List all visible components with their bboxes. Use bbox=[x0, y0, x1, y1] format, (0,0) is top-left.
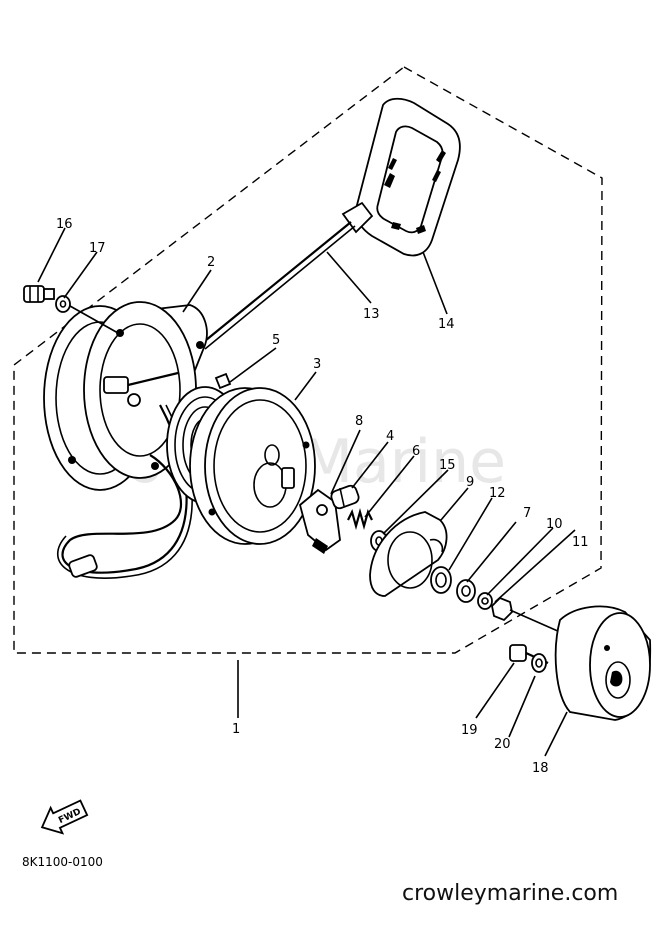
part-friction-plate bbox=[369, 511, 448, 597]
part-washer-20 bbox=[531, 653, 547, 673]
callout-14: 14 bbox=[438, 317, 455, 332]
part-washer-17 bbox=[55, 295, 71, 313]
callout-8: 8 bbox=[355, 414, 363, 429]
leader-lines bbox=[37, 227, 576, 757]
callout-19: 19 bbox=[461, 723, 478, 738]
callout-1: 1 bbox=[232, 722, 240, 737]
callout-3: 3 bbox=[313, 357, 321, 372]
callout-18: 18 bbox=[532, 761, 549, 776]
callout-13: 13 bbox=[363, 307, 380, 322]
callout-16: 16 bbox=[56, 217, 73, 232]
callout-5: 5 bbox=[272, 333, 280, 348]
callout-20: 20 bbox=[494, 737, 511, 752]
callout-7: 7 bbox=[523, 506, 531, 521]
assembly-boundary bbox=[13, 66, 603, 654]
part-spring bbox=[347, 507, 373, 531]
part-starter-cup bbox=[554, 605, 652, 721]
part-handle bbox=[341, 97, 461, 257]
part-washer-10 bbox=[477, 592, 493, 610]
part-pulley bbox=[189, 387, 316, 545]
callout-2: 2 bbox=[207, 255, 215, 270]
callout-9: 9 bbox=[466, 475, 474, 490]
axis-line bbox=[509, 609, 561, 633]
callout-11: 11 bbox=[572, 535, 589, 550]
part-hose-loop bbox=[56, 404, 193, 579]
part-starter-rope bbox=[199, 221, 356, 350]
fwd-arrow: FWD bbox=[40, 799, 89, 835]
part-washer-12 bbox=[430, 566, 452, 594]
callout-12: 12 bbox=[489, 486, 506, 501]
part-drive-pawl bbox=[298, 488, 341, 554]
callout-6: 6 bbox=[412, 444, 420, 459]
site-label: crowleymarine.com bbox=[402, 881, 618, 906]
diagram-code: 8K1100-0100 bbox=[22, 855, 103, 869]
part-washer-7 bbox=[456, 579, 476, 603]
part-bolt-16 bbox=[23, 285, 55, 303]
callout-10: 10 bbox=[546, 517, 563, 532]
bolt-axis-line bbox=[69, 305, 119, 334]
callout-4: 4 bbox=[386, 429, 394, 444]
callout-17: 17 bbox=[89, 241, 106, 256]
callout-15: 15 bbox=[439, 458, 456, 473]
part-pawl-spring bbox=[330, 484, 360, 510]
callout-labels: 1 2 3 4 5 6 7 8 9 10 11 12 13 14 15 16 1… bbox=[56, 217, 589, 776]
